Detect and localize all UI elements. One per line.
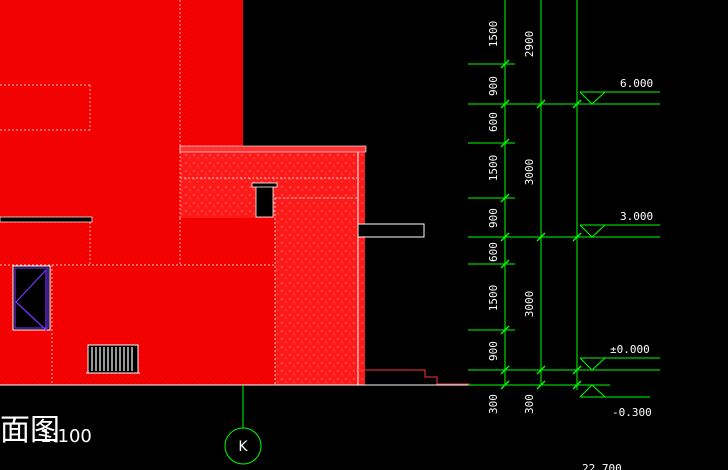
- building-facade: [0, 0, 470, 385]
- wall-middle-left: [0, 145, 180, 220]
- elevation-22700: 22.700: [582, 462, 622, 470]
- wall-upper-left: [0, 0, 243, 150]
- elevation-0000: ±0.000: [610, 343, 650, 356]
- dim-inner-7: 1500: [487, 285, 500, 312]
- dim-inner-4: 1500: [487, 155, 500, 182]
- elevation-3000: 3.000: [620, 210, 653, 223]
- roof-parapet: [179, 145, 367, 153]
- dim-outer-3: 3000: [523, 291, 536, 318]
- ground-steps: [358, 369, 470, 385]
- dimension-labels-inner: 1500 900 600 1500 900 600 1500 900 300: [487, 21, 500, 414]
- window-left: [12, 265, 51, 332]
- grid-axis-bubble: [224, 427, 262, 465]
- construction-lines: [0, 0, 357, 385]
- dim-inner-8: 900: [487, 341, 500, 361]
- elevation-labels: 6.000 3.000 ±0.000 -0.300 22.700: [582, 77, 653, 470]
- canopy-slab: [357, 223, 425, 238]
- chimney-opening: [255, 183, 274, 218]
- dim-outer-2: 3000: [523, 159, 536, 186]
- dim-inner-9: 300: [487, 394, 500, 414]
- ledge-band: [0, 216, 93, 223]
- dimension-system: [224, 0, 660, 465]
- dim-inner-6: 600: [487, 242, 500, 262]
- drawing-title: 面图: [0, 413, 60, 448]
- grid-axis-label: K: [238, 439, 248, 455]
- elevation-6000: 6.000: [620, 77, 653, 90]
- dimension-labels-outer: 2900 3000 3000 300: [523, 31, 536, 414]
- dim-outer-1: 2900: [523, 31, 536, 58]
- elevation-minus-300: -0.300: [612, 406, 652, 419]
- dim-inner-2: 900: [487, 76, 500, 96]
- dim-inner-1: 1500: [487, 21, 500, 48]
- dim-outer-4: 300: [523, 394, 536, 414]
- dim-inner-5: 900: [487, 208, 500, 228]
- vent-grille: [86, 344, 140, 374]
- dim-inner-3: 600: [487, 112, 500, 132]
- drawing-scale: 1:100: [40, 426, 92, 447]
